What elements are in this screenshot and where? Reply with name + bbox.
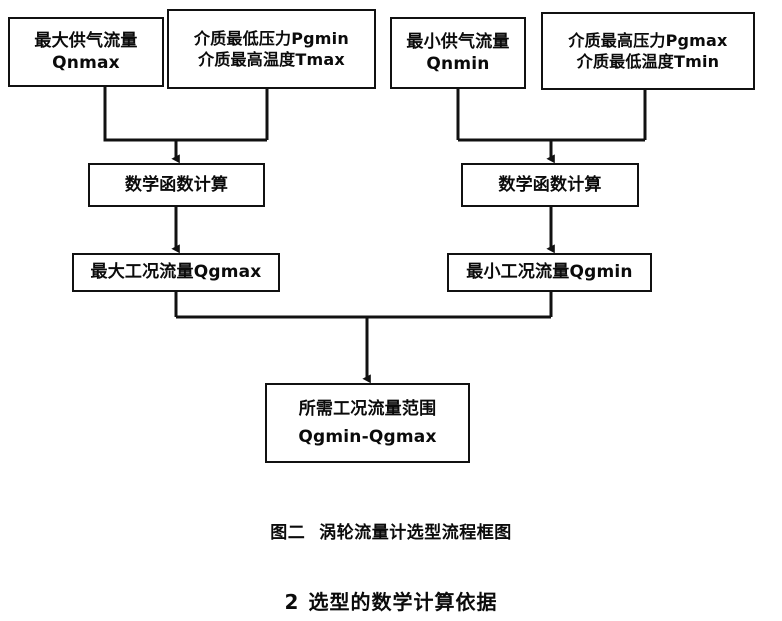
edge-qnmax-to-math-left [103,87,267,142]
node-min-working-flow-qgmin: 最小工况流量Qgmin [447,253,652,292]
figure-caption-text: 涡轮流量计选型流程框图 [319,523,512,543]
node-qnmin-line1: 最小供气流量 [406,31,510,52]
section-heading: 2 选型的数学计算依据 [0,586,782,615]
node-max-working-flow-qgmax: 最大工况流量Qgmax [72,253,280,292]
section-number: 2 [284,590,300,614]
node-qgmax-label: 最大工况流量Qgmax [90,262,262,283]
node-math-function-calculation-left: 数学函数计算 [88,163,265,207]
node-min-pressure-max-temp: 介质最低压力Pgmin 介质最高温度Tmax [167,9,376,89]
node-qnmax-line2: Qnmax [52,53,120,73]
node-max-supply-flow: 最大供气流量 Qnmax [8,17,164,87]
node-range-line1: 所需工况流量范围 [298,398,437,419]
node-math-right-label: 数学函数计算 [498,174,602,195]
flowchart-connectors [103,87,647,384]
node-pgmin-line2: 介质最高温度Tmax [198,50,345,69]
figure-caption: 图二涡轮流量计选型流程框图 [0,518,782,543]
node-qgmin-label: 最小工况流量Qgmin [466,262,633,283]
node-math-left-label: 数学函数计算 [124,174,229,195]
node-required-working-flow-range: 所需工况流量范围 Qgmin-Qgmax [265,383,470,463]
node-qnmax-line1: 最大供气流量 [34,30,138,51]
node-qnmin-line2: Qnmin [426,54,490,74]
node-min-supply-flow: 最小供气流量 Qnmin [390,17,526,89]
node-pgmax-line2: 介质最低温度Tmin [576,52,720,71]
node-max-pressure-min-temp: 介质最高压力Pgmax 介质最低温度Tmin [541,12,755,90]
section-title: 选型的数学计算依据 [308,590,498,614]
figure-caption-number: 图二 [270,523,306,543]
node-pgmin-line1: 介质最低压力Pgmin [194,28,349,48]
node-pgmax-line1: 介质最高压力Pgmax [568,30,728,50]
node-math-function-calculation-right: 数学函数计算 [461,163,639,207]
node-range-line2: Qgmin-Qgmax [298,427,437,447]
